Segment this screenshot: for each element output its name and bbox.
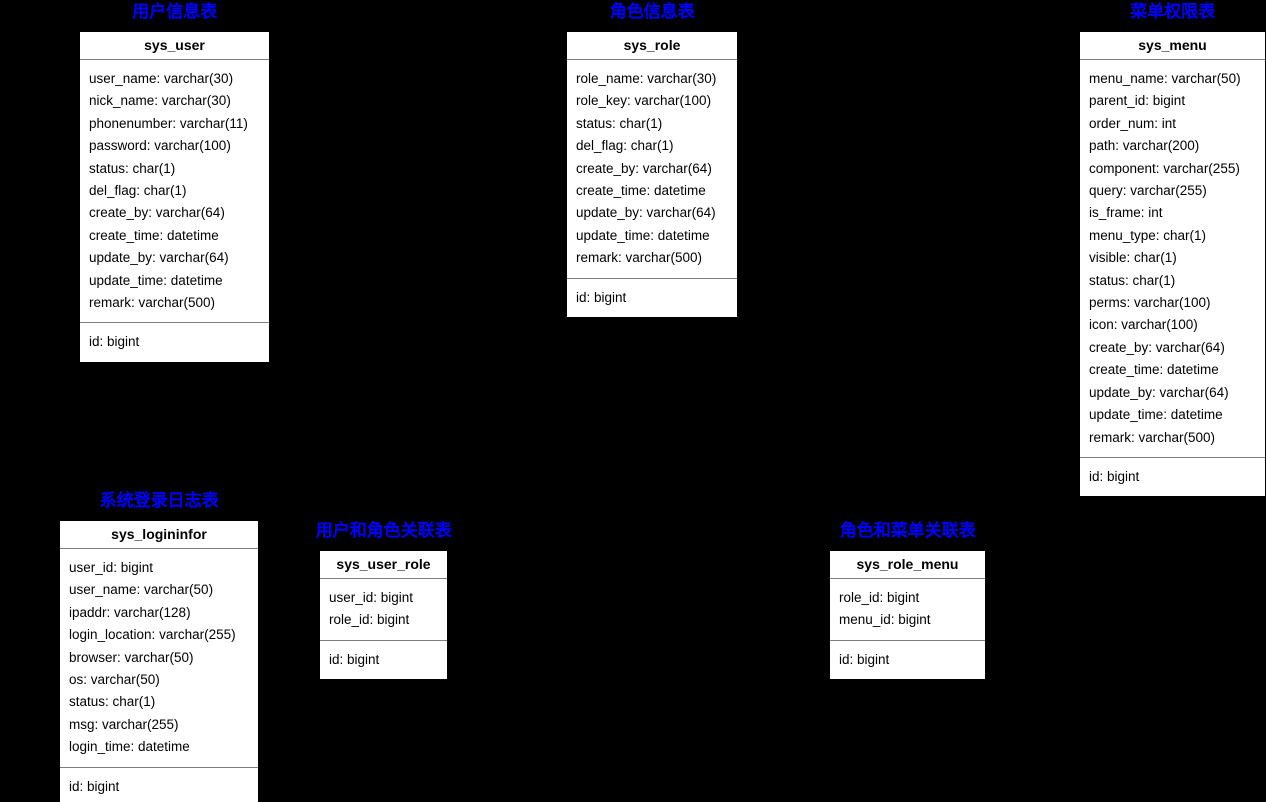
field-row[interactable]: user_name: varchar(30) [89, 71, 234, 86]
field-row[interactable]: create_time: datetime [576, 183, 706, 199]
table-box[interactable]: sys_menu menu_name: varchar(50) parent_id… [1079, 31, 1266, 498]
field-row[interactable]: role_id: bigint [329, 612, 410, 628]
field-row[interactable]: user_id: bigint [69, 560, 154, 575]
table-name-header[interactable]: sys_user [80, 32, 269, 60]
field-list: user_id: bigint role_id: bigint [320, 579, 447, 640]
field-row[interactable]: update_by: varchar(64) [576, 205, 716, 221]
field-row[interactable]: login_location: varchar(255) [69, 627, 236, 643]
field-row[interactable]: id: bigint [839, 651, 890, 667]
field-row[interactable]: query: varchar(255) [1089, 183, 1207, 199]
field-row[interactable]: update_by: varchar(64) [89, 250, 229, 266]
field-row[interactable]: del_flag: char(1) [89, 183, 187, 199]
table-box[interactable]: sys_role role_name: varchar(30) role_key:… [566, 31, 738, 319]
field-row[interactable]: role_key: varchar(100) [576, 93, 712, 109]
table-box[interactable]: sys_logininfor user_id: bigint user_name:… [59, 520, 259, 802]
primary-key-list: id: bigint [1080, 456, 1265, 496]
field-row[interactable]: id: bigint [1089, 468, 1140, 484]
table-name-header[interactable]: sys_role_menu [830, 551, 985, 579]
field-row[interactable]: create_by: varchar(64) [1089, 339, 1225, 355]
field-row[interactable]: id: bigint [329, 651, 380, 667]
field-row[interactable]: create_by: varchar(64) [89, 205, 225, 221]
primary-key-list: id: bigint [80, 322, 269, 361]
table-caption[interactable]: 用户信息表 [132, 2, 217, 21]
table-sys-role-menu: 角色和菜单关联表 sys_role_menu role_id: bigint me… [829, 521, 986, 681]
table-box[interactable]: sys_user_role user_id: bigint role_id: bi… [319, 550, 448, 681]
field-row[interactable]: update_time: datetime [1089, 407, 1223, 423]
primary-key-list: id: bigint [567, 277, 737, 317]
table-sys-user: 用户信息表 sys_user user_name: varchar(30) nic… [79, 2, 270, 363]
table-caption[interactable]: 系统登录日志表 [99, 491, 219, 510]
field-row[interactable]: component: varchar(255) [1089, 160, 1240, 176]
table-sys-menu: 菜单权限表 sys_menu menu_name: varchar(50) par… [1079, 2, 1266, 498]
table-box[interactable]: sys_role_menu role_id: bigint menu_id: bi… [829, 550, 986, 681]
field-row[interactable]: status: char(1) [1089, 272, 1176, 288]
field-row[interactable]: password: varchar(100) [89, 138, 231, 154]
field-row[interactable]: phonenumber: varchar(11) [89, 115, 248, 131]
field-row[interactable]: create_by: varchar(64) [576, 160, 712, 176]
field-row[interactable]: status: char(1) [576, 115, 663, 131]
field-row[interactable]: ipaddr: varchar(128) [69, 604, 191, 620]
field-row[interactable]: update_time: datetime [89, 272, 223, 288]
field-list: user_id: bigint user_name: varchar(50) ipa… [60, 549, 258, 767]
field-row[interactable]: create_time: datetime [1089, 362, 1219, 378]
field-row[interactable]: del_flag: char(1) [576, 138, 674, 154]
field-list: role_name: varchar(30) role_key: varchar(… [567, 60, 737, 278]
field-list: menu_name: varchar(50) parent_id: bigint o… [1080, 60, 1265, 457]
field-row[interactable]: browser: varchar(50) [69, 649, 194, 665]
field-row[interactable]: path: varchar(200) [1089, 138, 1200, 154]
field-row[interactable]: create_time: datetime [89, 227, 219, 243]
table-name-header[interactable]: sys_user_role [320, 551, 447, 579]
field-row[interactable]: menu_name: varchar(50) [1089, 71, 1241, 86]
table-name-header[interactable]: sys_menu [1080, 32, 1265, 60]
field-row[interactable]: user_name: varchar(50) [69, 582, 214, 598]
field-row[interactable]: msg: varchar(255) [69, 716, 179, 732]
field-row[interactable]: update_time: datetime [576, 227, 710, 243]
table-name-header[interactable]: sys_logininfor [60, 521, 258, 549]
field-list: role_id: bigint menu_id: bigint [830, 579, 985, 640]
field-row[interactable]: order_num: int [1089, 115, 1177, 131]
table-sys-user-role: 用户和角色关联表 sys_user_role user_id: bigint ro… [316, 521, 452, 681]
field-row[interactable]: menu_id: bigint [839, 612, 931, 628]
primary-key-list: id: bigint [60, 766, 258, 802]
field-row[interactable]: icon: varchar(100) [1089, 317, 1198, 333]
field-row[interactable]: remark: varchar(500) [89, 295, 216, 311]
table-caption[interactable]: 角色和菜单关联表 [839, 521, 976, 540]
field-row[interactable]: id: bigint [69, 778, 120, 794]
field-row[interactable]: remark: varchar(500) [576, 250, 703, 266]
field-row[interactable]: status: char(1) [69, 694, 156, 710]
field-row[interactable]: perms: varchar(100) [1089, 295, 1211, 311]
field-row[interactable]: login_time: datetime [69, 739, 190, 755]
primary-key-list: id: bigint [320, 639, 447, 679]
field-row[interactable]: update_by: varchar(64) [1089, 384, 1229, 400]
field-row[interactable]: id: bigint [576, 289, 627, 305]
field-row[interactable]: is_frame: int [1089, 205, 1163, 221]
table-sys-role: 角色信息表 sys_role role_name: varchar(30)rol… [566, 2, 738, 319]
primary-key-list: id: bigint [830, 639, 985, 679]
table-caption[interactable]: 角色信息表 [609, 2, 695, 21]
field-row[interactable]: role_name: varchar(30) [576, 71, 717, 86]
field-row[interactable]: id: bigint [89, 334, 140, 350]
table-name-header[interactable]: sys_role [567, 32, 737, 60]
field-row[interactable]: remark: varchar(500) [1089, 429, 1216, 445]
field-row[interactable]: nick_name: varchar(30) [89, 93, 231, 109]
field-row[interactable]: os: varchar(50) [69, 672, 160, 688]
field-row[interactable]: status: char(1) [89, 160, 176, 176]
field-row[interactable]: visible: char(1) [1089, 250, 1177, 266]
field-row[interactable]: role_id: bigint [839, 590, 920, 605]
table-caption[interactable]: 菜单权限表 [1130, 2, 1215, 21]
field-row[interactable]: user_id: bigint [329, 590, 414, 605]
table-box[interactable]: sys_user user_name: varchar(30) nick_name… [79, 31, 270, 363]
field-list: user_name: varchar(30) nick_name: varchar… [80, 60, 269, 322]
field-row[interactable]: menu_type: char(1) [1089, 227, 1207, 243]
table-caption[interactable]: 用户和角色关联表 [315, 521, 452, 540]
field-row[interactable]: parent_id: bigint [1089, 93, 1186, 109]
